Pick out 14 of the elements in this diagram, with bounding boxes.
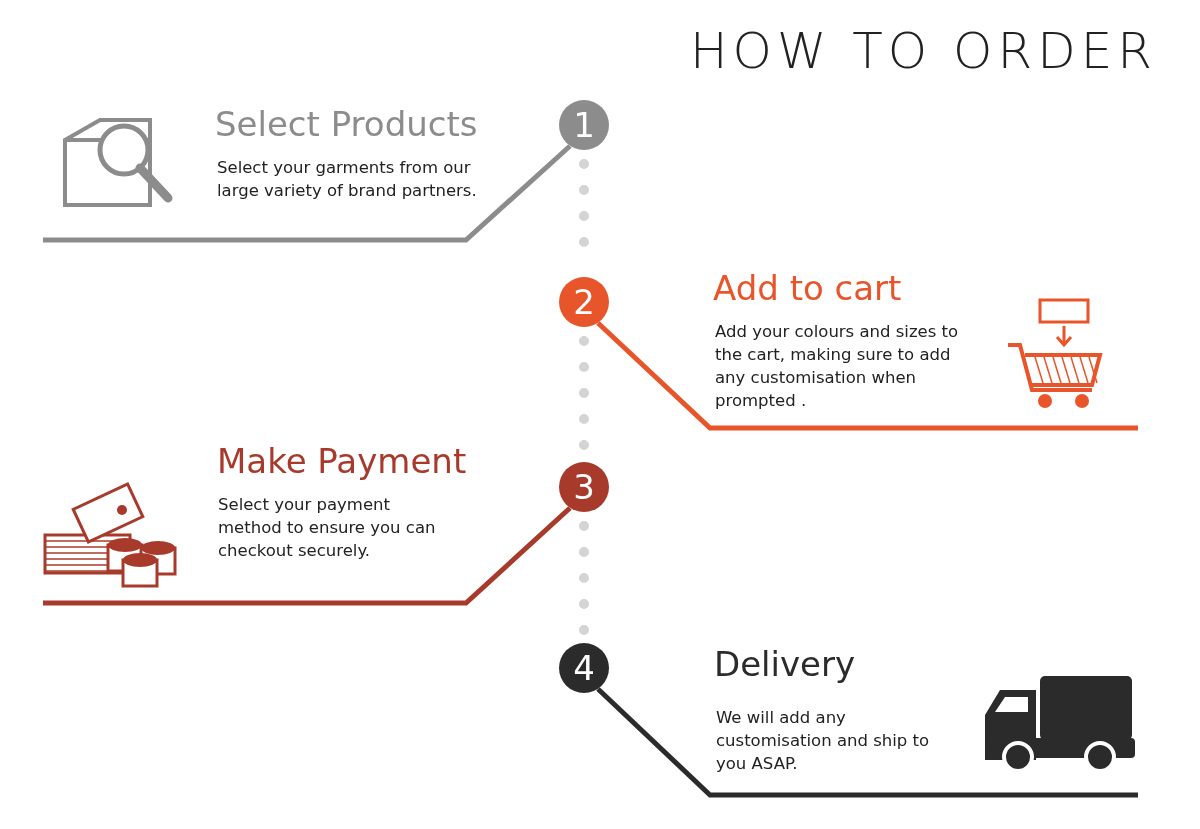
step-heading: Delivery xyxy=(714,644,856,684)
dotted-connector xyxy=(579,521,589,638)
step-number-circle: 4 xyxy=(559,643,609,693)
step-number-circle: 2 xyxy=(559,277,609,327)
step-heading: Make Payment xyxy=(217,441,467,481)
step-description: We will add any customisation and ship to you ASAP. xyxy=(716,707,931,775)
step-heading: Select Products xyxy=(215,104,478,144)
step-heading: Add to cart xyxy=(713,268,902,308)
step-number-circle: 1 xyxy=(559,100,609,150)
step-number-circle: 3 xyxy=(559,462,609,512)
title: HOW TO ORDER xyxy=(690,22,1157,80)
step-description: Select your garments from our large variety of brand partners. xyxy=(217,157,478,202)
step-description: Add your colours and sizes to the cart, making sure to add any customisation when prompted . xyxy=(715,321,960,412)
step-description: Select your payment method to ensure you can checkout securely. xyxy=(218,494,437,562)
